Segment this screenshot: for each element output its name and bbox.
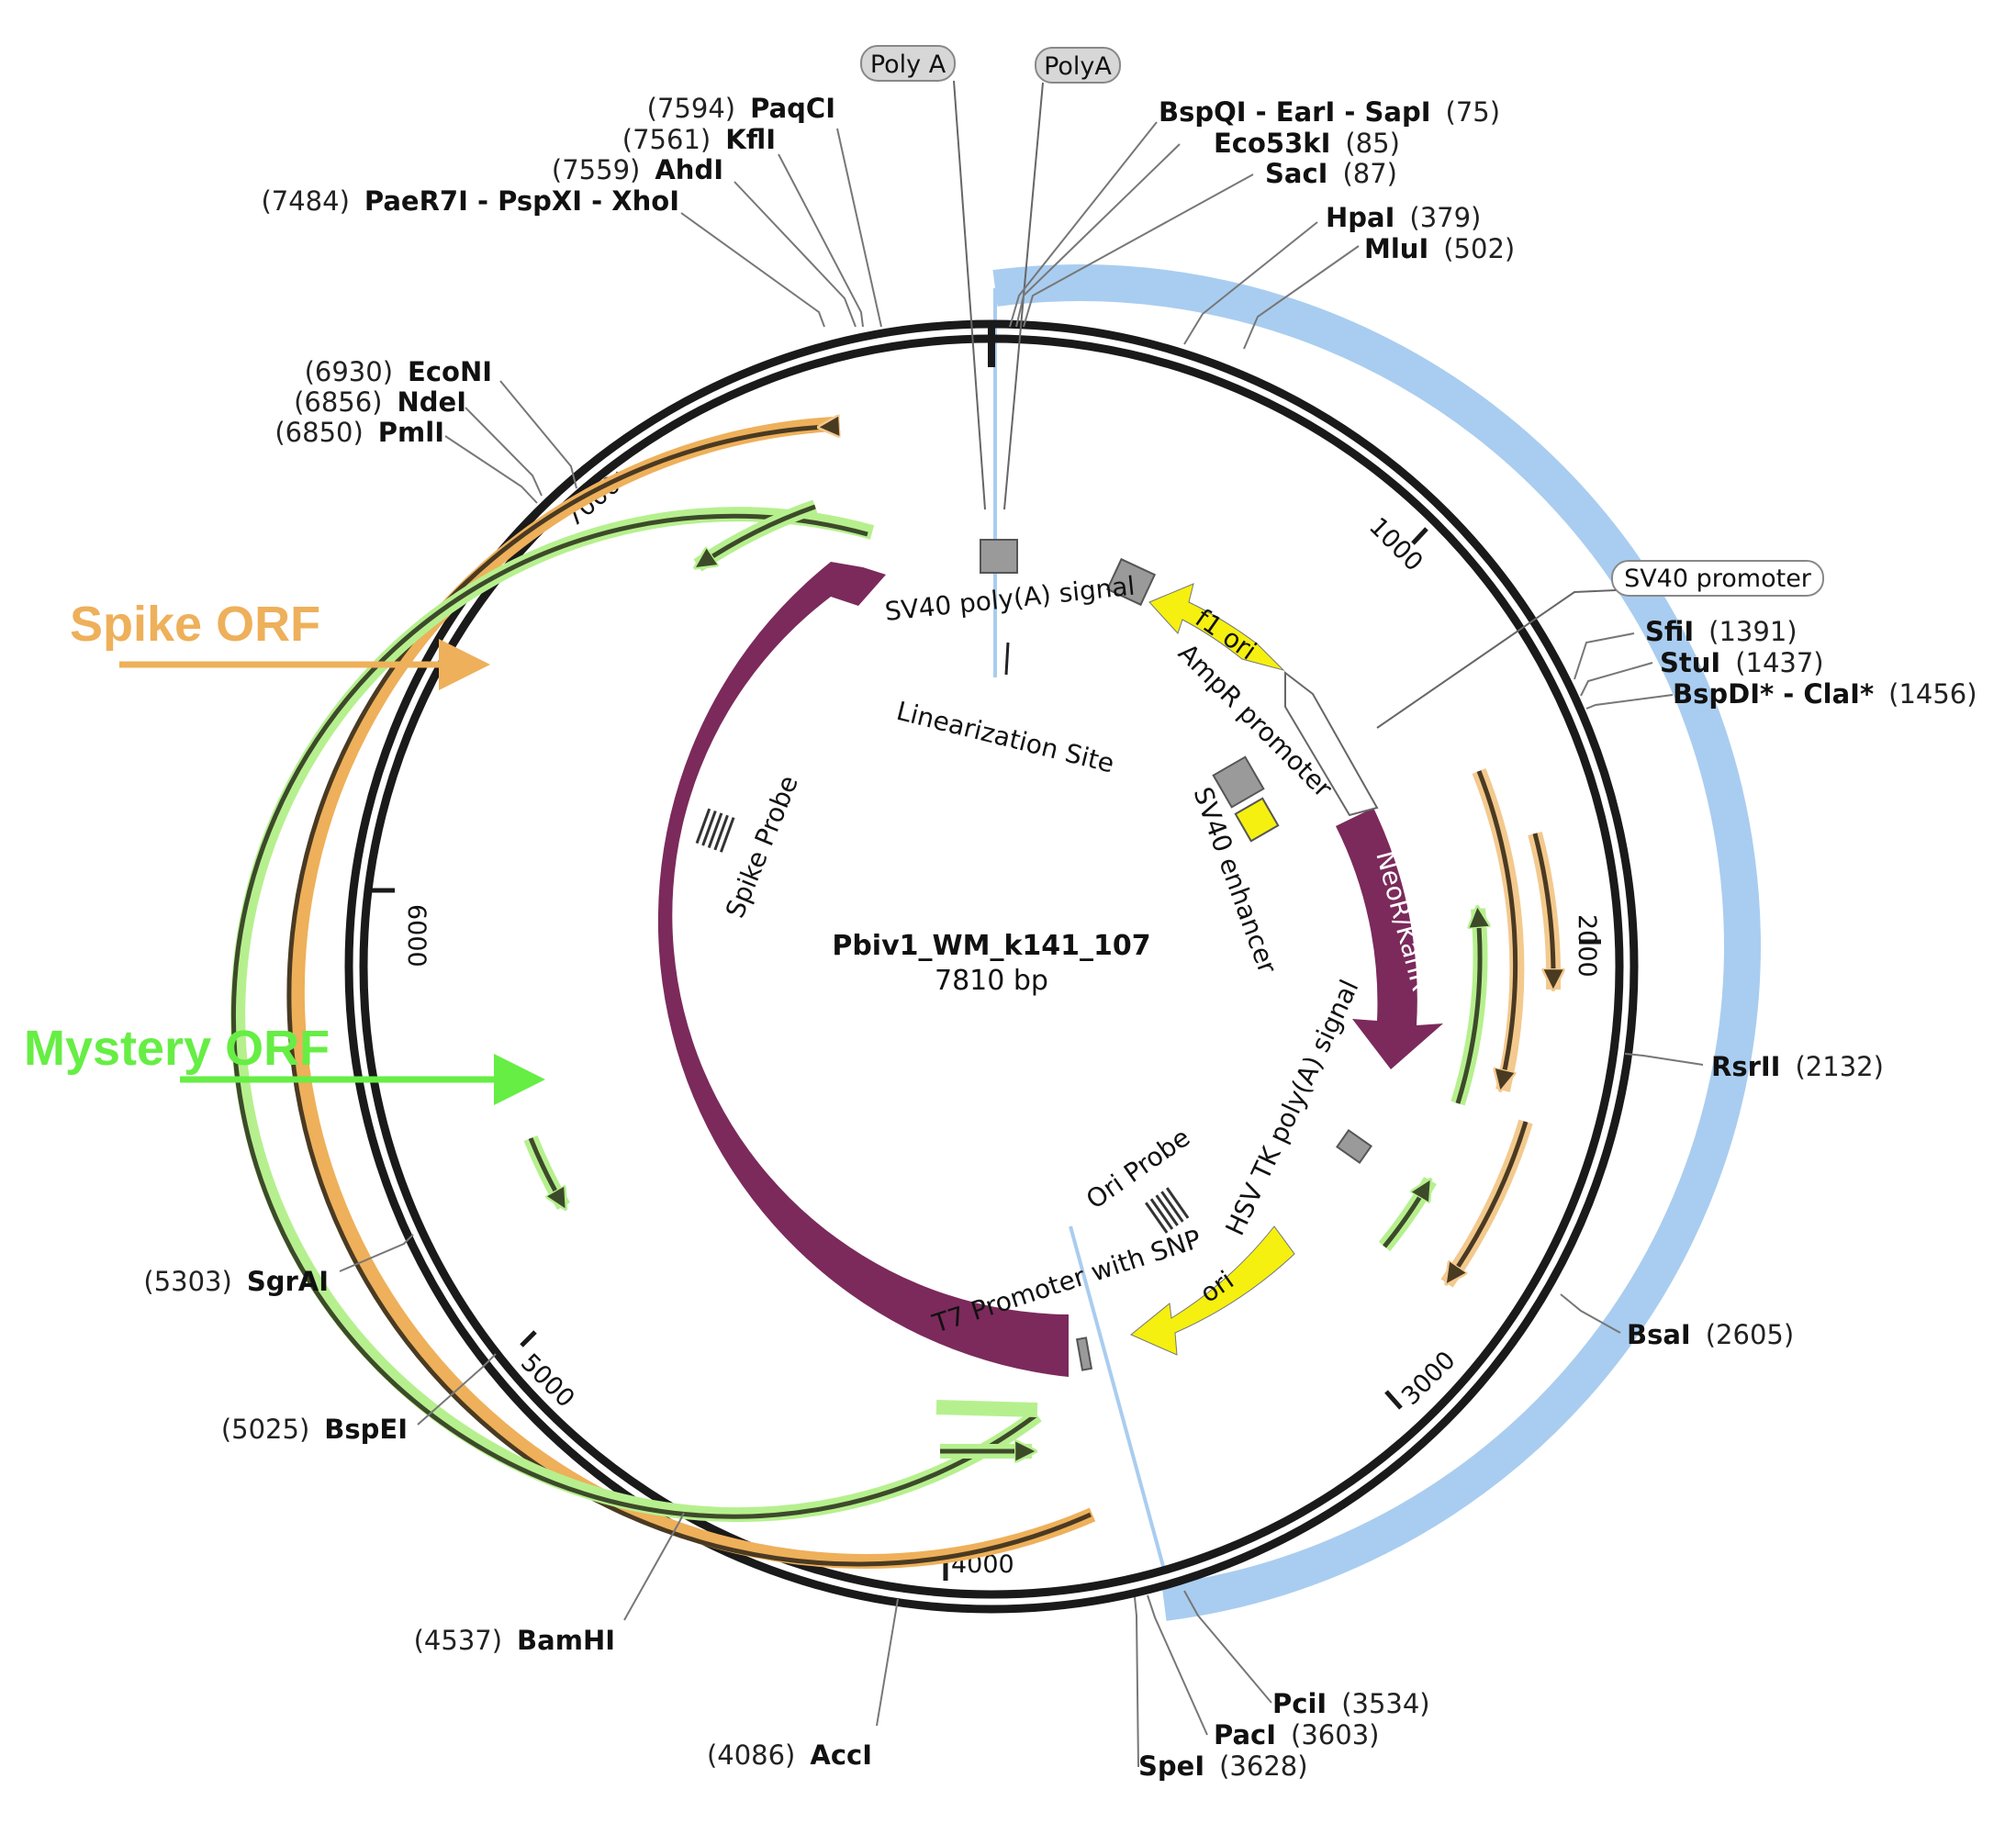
right-orf-orange-3: [1440, 1119, 1533, 1288]
ori-feature: [1130, 1225, 1295, 1356]
site-bspei: (5025)BspEI: [221, 1414, 408, 1445]
spike-cds: [657, 562, 1069, 1377]
spike-orf-callout: Spike ORF: [70, 597, 320, 652]
right-orf-green-2-core: [1383, 1186, 1427, 1248]
hsv-tk-polya-label: HSV TK poly(A) signal: [1219, 975, 1364, 1240]
site-acci: (4086)AccI: [707, 1739, 872, 1771]
spike-orf-band: [289, 417, 1096, 1569]
sv40-enhancer-gray-box: [1212, 755, 1265, 809]
ori-probe-label: Ori Probe: [1081, 1122, 1195, 1214]
site-pmli: (6850)PmlI: [274, 417, 444, 448]
spike-cds-label: Spike (omicron): [567, 953, 649, 1156]
site-sgrai: (5303)SgrAI: [143, 1266, 329, 1297]
site-ahdi: (7559)AhdI: [552, 154, 723, 185]
highlight-region: [992, 264, 1761, 1621]
site-bamhi: (4537)BamHI: [414, 1625, 615, 1656]
site-bspqi: BspQI - EarI - SapI(75): [1159, 96, 1500, 128]
f1-ori-feature: [1148, 583, 1285, 671]
plasmid-length: 7810 bp: [935, 965, 1048, 997]
sv40-polya-signal-label: SV40 poly(A) signal: [883, 571, 1136, 627]
ori-probe-glyph: [1145, 1187, 1190, 1234]
site-rsrii: RsrII(2132): [1711, 1051, 1884, 1082]
site-spei: SpeI(3628): [1138, 1750, 1308, 1782]
ampr-promoter-feature: [1284, 670, 1379, 817]
green-orf-arrow-3: [935, 1400, 1038, 1417]
highlight-edge-bottom: [1069, 1225, 1166, 1571]
site-leader-lines: [339, 121, 1704, 1768]
site-sfii: SfiI(1391): [1645, 616, 1798, 647]
mystery-orf-core: [230, 513, 1037, 1519]
site-bspdi: BspDI* - ClaI*(1456): [1673, 678, 1977, 710]
pill-poly-a-1: [860, 45, 956, 82]
mystery-orf-callout: Mystery ORF: [24, 1021, 330, 1076]
site-paer7i: (7484)PaeR7I - PspXI - XhoI: [261, 185, 679, 217]
tick-label-1000: 1000: [1363, 512, 1428, 577]
plasmid-name: Pbiv1_WM_k141_107: [832, 930, 1150, 962]
sv40-enhancer-yellow-box: [1234, 797, 1280, 843]
linearization-site-label: Linearization Site: [893, 696, 1117, 779]
small-gray-box-top: [1105, 557, 1157, 607]
green-orf-arrow-1-core: [701, 504, 816, 564]
site-paqci: (7594)PaqCI: [647, 93, 835, 124]
sv40-polya-box: [980, 539, 1018, 574]
right-orf-orange-2-core: [1532, 833, 1553, 982]
site-saci: SacI(87): [1265, 158, 1397, 189]
right-orf-orange-1-core: [1476, 770, 1518, 1083]
site-kfli: (7561)KflI: [622, 124, 776, 155]
site-stui: StuI(1437): [1660, 647, 1824, 678]
pill-sv40-promoter-label: SV40 promoter: [1624, 565, 1812, 593]
site-mlui: MluI(502): [1364, 233, 1515, 264]
green-orf-arrow-2-core: [528, 1137, 562, 1202]
spike-orf-core: [286, 427, 1092, 1567]
site-econi: (6930)EcoNI: [305, 356, 492, 387]
t7-promoter-box: [1075, 1336, 1093, 1371]
pill-poly-a-1-label: Poly A: [870, 50, 946, 79]
tick-label-2000: 2000: [1573, 914, 1601, 978]
pill-poly-a-2: [1035, 47, 1121, 84]
pill-sv40-promoter: [1611, 560, 1824, 597]
tick-label-6000: 6000: [402, 904, 431, 967]
pill-poly-a-2-label: PolyA: [1044, 52, 1112, 81]
linearization-tick: [1004, 642, 1010, 676]
right-orf-green-1-core: [1455, 914, 1480, 1104]
spike-probe-glyph: [695, 808, 735, 853]
spike-probe-label: Spike Probe: [720, 771, 804, 923]
site-ndei: (6856)NdeI: [294, 386, 466, 418]
neor-kanr-cds: [1336, 808, 1443, 1069]
site-pcii: PciI(3534): [1272, 1688, 1430, 1719]
site-paci: PacI(3603): [1214, 1719, 1379, 1750]
site-hpai: HpaI(379): [1326, 202, 1481, 233]
site-eco53ki: Eco53kI(85): [1214, 128, 1400, 159]
right-orf-orange-3-core: [1450, 1121, 1529, 1278]
hsv-tk-polya-box: [1336, 1128, 1372, 1165]
tick-label-3000: 3000: [1396, 1346, 1462, 1411]
site-bsai: BsaI(2605): [1627, 1319, 1794, 1350]
